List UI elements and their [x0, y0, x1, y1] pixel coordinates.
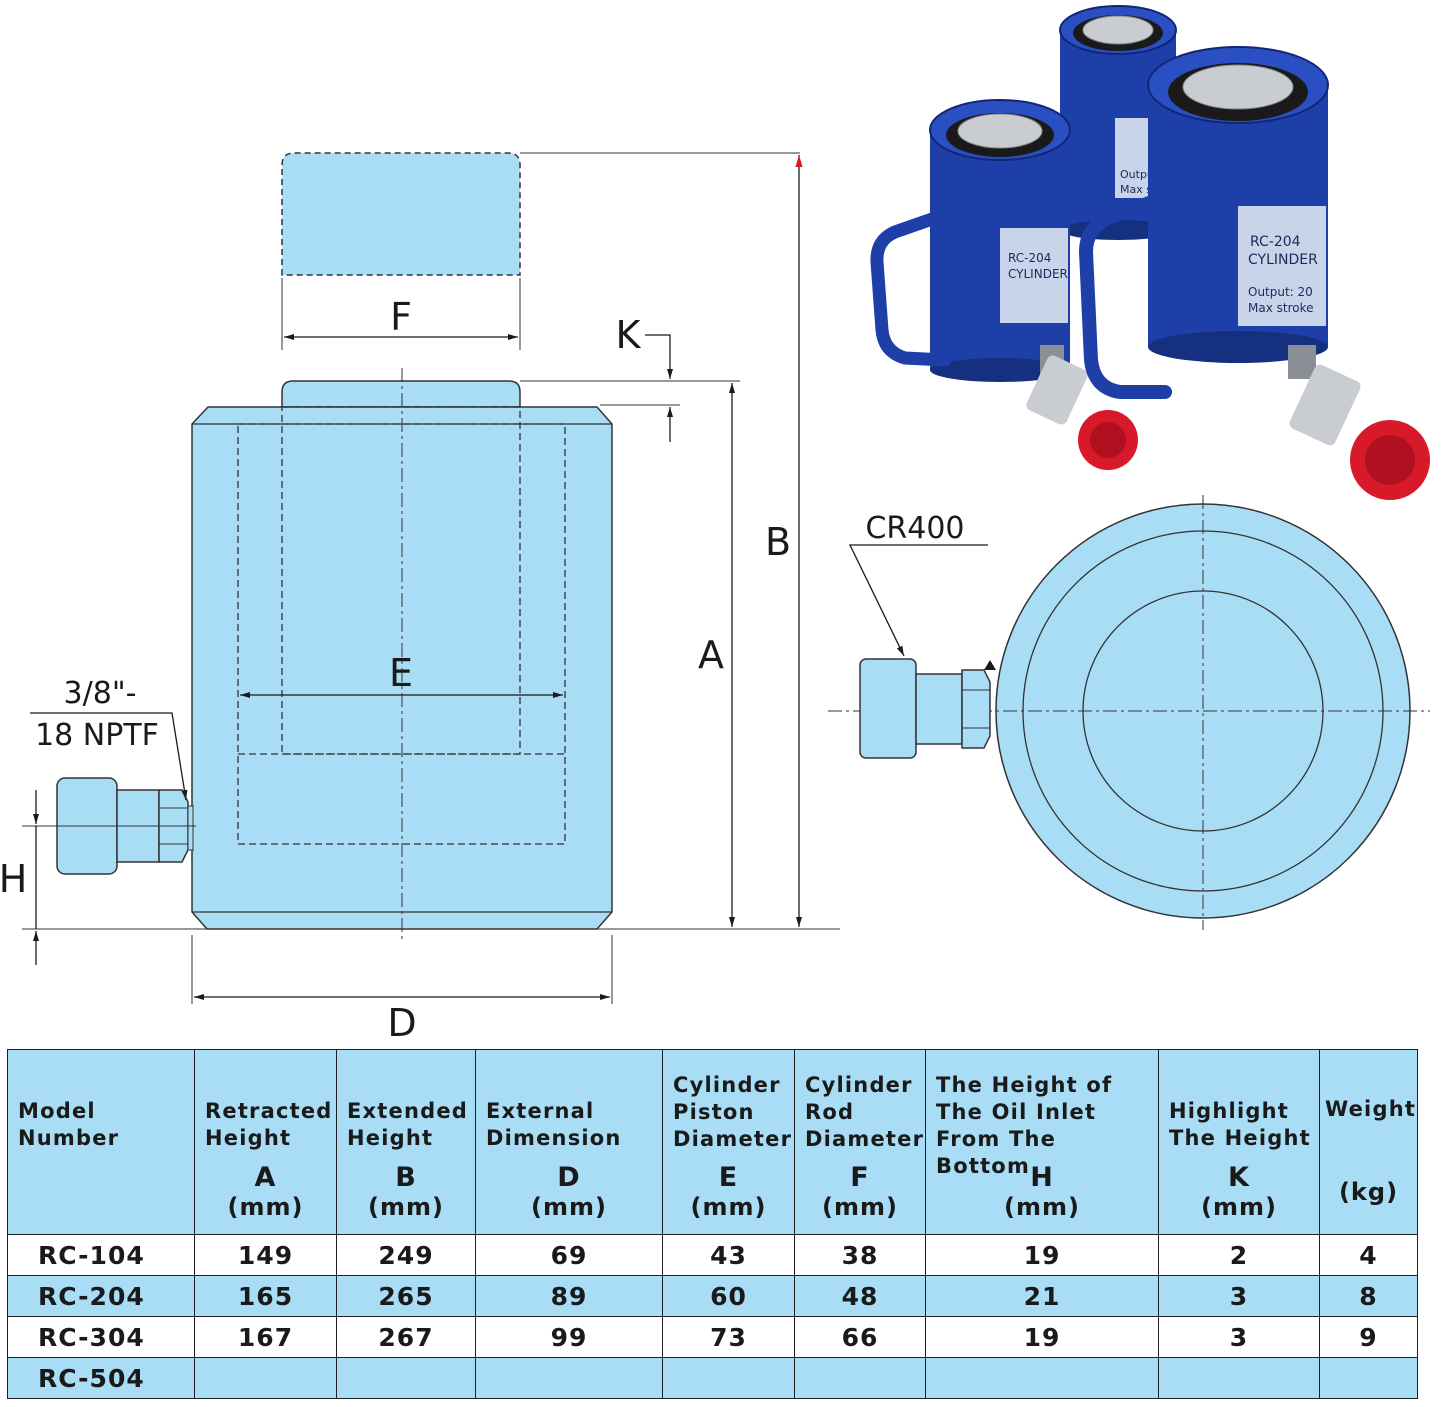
port-leader-line	[30, 712, 188, 801]
product-label-right-3: Output: 20	[1248, 285, 1313, 299]
product-photo-cylinders: Outpu Max st RC-204 CYLINDER	[870, 5, 1430, 500]
cell-f	[794, 1357, 926, 1399]
product-label-left-1: RC-204	[1008, 251, 1051, 265]
cylinder-body-side-view	[191, 368, 613, 942]
label-port-line1: 3/8"-	[64, 676, 137, 711]
cell-model: RC-504	[7, 1357, 195, 1399]
product-label-right-4: Max stroke	[1248, 301, 1314, 315]
cr400-leader-line	[848, 544, 988, 657]
table-header-row: Model Number Retracted Height A (mm) Ext…	[7, 1049, 1418, 1235]
dimension-k-arrow-top	[645, 334, 673, 379]
label-a: A	[698, 633, 724, 677]
cell-model: RC-304	[7, 1316, 195, 1358]
cell-a: 165	[194, 1275, 337, 1317]
cell-e: 43	[662, 1234, 795, 1276]
cell-model: RC-104	[7, 1234, 195, 1276]
cell-d: 89	[475, 1275, 663, 1317]
label-e: E	[389, 651, 413, 695]
product-cylinder-right: RC-204 CYLINDER Output: 20 Max stroke	[1078, 46, 1430, 500]
label-h: H	[0, 857, 27, 901]
table-row: RC-104 149 249 69 43 38 19 2 4	[7, 1234, 1418, 1276]
cell-model: RC-204	[7, 1275, 195, 1317]
table-row: RC-304 167 267 99 73 66 19 3 9	[7, 1316, 1418, 1358]
cell-k	[1158, 1357, 1320, 1399]
extended-piston-outline	[281, 152, 800, 350]
cell-e	[662, 1357, 795, 1399]
cell-b	[336, 1357, 476, 1399]
product-label-back-1: Outpu	[1120, 168, 1154, 181]
header-piston-diameter: Cylinder Piston Diameter E (mm)	[662, 1049, 795, 1235]
cell-d: 69	[475, 1234, 663, 1276]
cylinder-top-view	[828, 495, 1430, 930]
cell-k: 2	[1158, 1234, 1320, 1276]
header-highlight-height: Highlight The Height K (mm)	[1158, 1049, 1320, 1235]
cell-b: 267	[336, 1316, 476, 1358]
header-extended-height: Extended Height B (mm)	[336, 1049, 476, 1235]
table-row: RC-204 165 265 89 60 48 21 3 8	[7, 1275, 1418, 1317]
cell-f: 38	[794, 1234, 926, 1276]
header-external-dimension: External Dimension D (mm)	[475, 1049, 663, 1235]
header-weight: Weight (kg)	[1319, 1049, 1418, 1235]
label-cr400: CR400	[865, 511, 964, 546]
cell-weight	[1319, 1357, 1418, 1399]
label-k: K	[616, 313, 642, 357]
cell-a	[194, 1357, 337, 1399]
cell-d: 99	[475, 1316, 663, 1358]
product-label-right-1: RC-204	[1250, 234, 1301, 250]
cell-k: 3	[1158, 1275, 1320, 1317]
table-row: RC-504	[7, 1357, 1418, 1399]
cell-e: 60	[662, 1275, 795, 1317]
cell-a: 149	[194, 1234, 337, 1276]
cell-h: 19	[925, 1234, 1159, 1276]
cell-d	[475, 1357, 663, 1399]
product-cylinder-left: RC-204 CYLINDER	[870, 99, 1138, 470]
header-rod-diameter: Cylinder Rod Diameter F (mm)	[794, 1049, 926, 1235]
cell-f: 48	[794, 1275, 926, 1317]
cell-weight: 4	[1319, 1234, 1418, 1276]
label-d: D	[387, 1001, 416, 1045]
cylinder-dimension-drawing: F E 3/8"- 18 NPTF H D A B	[0, 5, 1430, 1045]
cell-weight: 9	[1319, 1316, 1418, 1358]
product-label-right-2: CYLINDER	[1248, 252, 1318, 268]
cell-k: 3	[1158, 1316, 1320, 1358]
cell-h: 21	[925, 1275, 1159, 1317]
product-label-left-2: CYLINDER	[1008, 267, 1068, 281]
cell-weight: 8	[1319, 1275, 1418, 1317]
label-port-line2: 18 NPTF	[35, 718, 159, 753]
cell-h	[925, 1357, 1159, 1399]
cell-b: 249	[336, 1234, 476, 1276]
oil-inlet-fitting-side	[22, 777, 196, 875]
cell-h: 19	[925, 1316, 1159, 1358]
cell-a: 167	[194, 1316, 337, 1358]
cell-b: 265	[336, 1275, 476, 1317]
specification-table: Model Number Retracted Height A (mm) Ext…	[7, 1049, 1418, 1399]
header-oil-inlet-height: The Height of The Oil Inlet From The Bot…	[925, 1049, 1159, 1235]
header-model-number: Model Number	[7, 1049, 195, 1235]
header-retracted-height: Retracted Height A (mm)	[194, 1049, 337, 1235]
cell-f: 66	[794, 1316, 926, 1358]
label-f: F	[390, 295, 412, 339]
cell-e: 73	[662, 1316, 795, 1358]
product-label-back-2: Max st	[1120, 183, 1157, 196]
label-b: B	[765, 520, 791, 564]
